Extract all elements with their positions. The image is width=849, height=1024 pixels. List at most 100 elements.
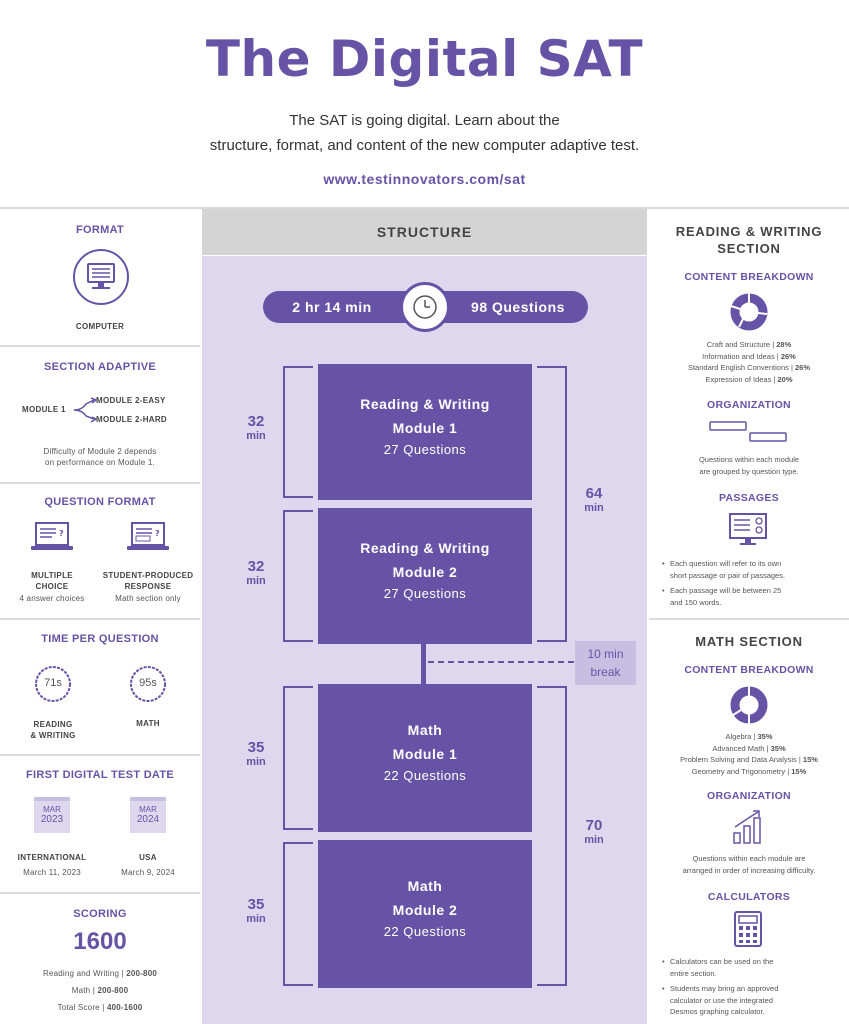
content-item: Information and Ideas | 26% (702, 351, 796, 361)
calendar-usa-icon: MAR 2024 (130, 797, 166, 833)
rw-content-list: Craft and Structure | 28% Information an… (652, 339, 846, 385)
module-number: Module 2 (392, 564, 458, 580)
divider (0, 482, 200, 484)
rw-time-label-line: READING (33, 720, 73, 729)
stopwatch-rw-icon (35, 666, 71, 702)
time-number: 32 (247, 558, 265, 575)
content-item: Standard English Conventions | 26% (687, 363, 811, 372)
mc-label-line: MULTIPLE (31, 571, 73, 580)
module1-label: MODULE 1 (22, 405, 66, 414)
svg-text:?: ? (59, 529, 64, 538)
rw-time-label-line: & WRITING (30, 731, 76, 740)
desc-line: Difficulty of Module 2 depends (43, 447, 157, 456)
module-time: 35 min (236, 740, 276, 769)
mc-description: 4 answer choices (19, 594, 85, 603)
left-column (0, 209, 200, 1024)
mc-label-line: CHOICE (35, 582, 69, 591)
max-score: 1600 (73, 928, 127, 955)
rw-total-time: 64 min (574, 485, 614, 515)
spr-label-line: STUDENT-PRODUCED (102, 571, 194, 580)
bullet-line: Each question will refer to its own (670, 559, 782, 568)
time-per-question-title: TIME PER QUESTION (41, 633, 159, 645)
math-organization-desc: Questions within each module are arrange… (652, 853, 846, 876)
stopwatch-math-icon (130, 666, 166, 702)
laptop-spr-icon: ? (127, 522, 169, 550)
svg-text:?: ? (155, 529, 160, 538)
module2-hard-label: MODULE 2-HARD (96, 415, 168, 424)
first-test-title: FIRST DIGITAL TEST DATE (25, 769, 175, 781)
module-name: Reading & Writing (360, 396, 490, 412)
clock-icon (413, 295, 437, 319)
content-name: Advanced Math (712, 743, 765, 753)
content-name: Problem Solving and Data Analysis (680, 755, 797, 764)
questions-pill: 98 Questions (436, 291, 588, 323)
org-line: are grouped by question type. (699, 466, 799, 476)
content-pct: 15% (802, 755, 818, 764)
mc-label: MULTIPLE CHOICE (10, 570, 94, 592)
website-link[interactable]: www.testinnovators.com/sat (323, 171, 526, 187)
math-total-time: 70 min (574, 817, 614, 847)
bullet-line: entire section. (670, 968, 717, 978)
bracket-left (283, 366, 313, 498)
content-pct: 26% (795, 363, 811, 372)
break-text: break (590, 665, 621, 679)
math-time-label: MATH (136, 719, 160, 728)
bullet-line: calculator or use the integrated (670, 995, 773, 1005)
math-section-title: MATH SECTION (695, 634, 803, 649)
bracket-left (283, 842, 313, 986)
duration-pill: 2 hr 14 min (263, 291, 413, 323)
calculators-title: CALCULATORS (707, 891, 791, 903)
content-name: Information and Ideas (702, 351, 775, 361)
content-item: Advanced Math | 35% (712, 743, 786, 753)
module-card: Reading & Writing Module 1 27 Questions (318, 364, 532, 500)
calculator-icon (734, 911, 762, 947)
rw-organization-title: ORGANIZATION (707, 399, 791, 411)
subtitle-line: The SAT is going digital. Learn about th… (289, 112, 560, 129)
donut-chart-icon (730, 686, 768, 724)
content-pct: 35% (770, 743, 786, 753)
rw-title-line: READING & WRITING (675, 224, 823, 239)
content-pct: 26% (780, 351, 796, 361)
content-item: Problem Solving and Data Analysis | 15% (680, 755, 818, 764)
time-unit: min (246, 756, 266, 768)
module2-easy-label: MODULE 2-EASY (96, 396, 166, 405)
bullet-line: short passage or pair of passages. (670, 570, 786, 580)
score-rw: Reading and Writing | 200-800 (42, 969, 158, 978)
bullet-line: Students may bring an approved (670, 984, 779, 993)
intl-date: March 11, 2023 (23, 868, 81, 877)
score-name: Reading and Writing (42, 969, 120, 978)
scoring-title: SCORING (73, 908, 127, 920)
bracket-left (283, 510, 313, 642)
bullet-line: Desmos graphing calculator. (670, 1007, 765, 1016)
module-name: Reading & Writing (360, 540, 490, 556)
donut-chart-icon (730, 293, 768, 331)
org-line: Questions within each module are (692, 854, 806, 863)
passage-bullet: Each question will refer to its own short… (662, 558, 842, 581)
content-name: Expression of Ideas (705, 374, 772, 384)
time-unit: min (584, 834, 604, 846)
content-name: Standard English Conventions (687, 363, 789, 372)
module-name: Math (407, 722, 443, 738)
module-questions: 27 Questions (383, 442, 467, 457)
score-name: Math (71, 986, 91, 995)
desc-line: on performance on Module 1. (45, 458, 155, 467)
page-subtitle: The SAT is going digital. Learn about th… (100, 108, 749, 158)
break-dashed-line (428, 661, 574, 663)
module-questions: 22 Questions (383, 924, 467, 939)
calendar-intl-icon: MAR 2023 (34, 797, 70, 833)
content-pct: 20% (777, 374, 793, 384)
spr-description: Math section only (115, 594, 181, 603)
time-number: 70 (585, 817, 603, 834)
score-range: 200-800 (126, 969, 158, 978)
module-questions: 22 Questions (383, 768, 467, 783)
time-number: 64 (585, 485, 603, 502)
rw-time-value: 71s (44, 677, 62, 689)
break-connector (421, 644, 426, 684)
usa-date: March 9, 2024 (121, 868, 175, 877)
rw-content-title: CONTENT BREAKDOWN (684, 271, 814, 283)
module-number: Module 2 (392, 902, 458, 918)
divider (0, 345, 200, 347)
format-title: FORMAT (75, 224, 125, 236)
